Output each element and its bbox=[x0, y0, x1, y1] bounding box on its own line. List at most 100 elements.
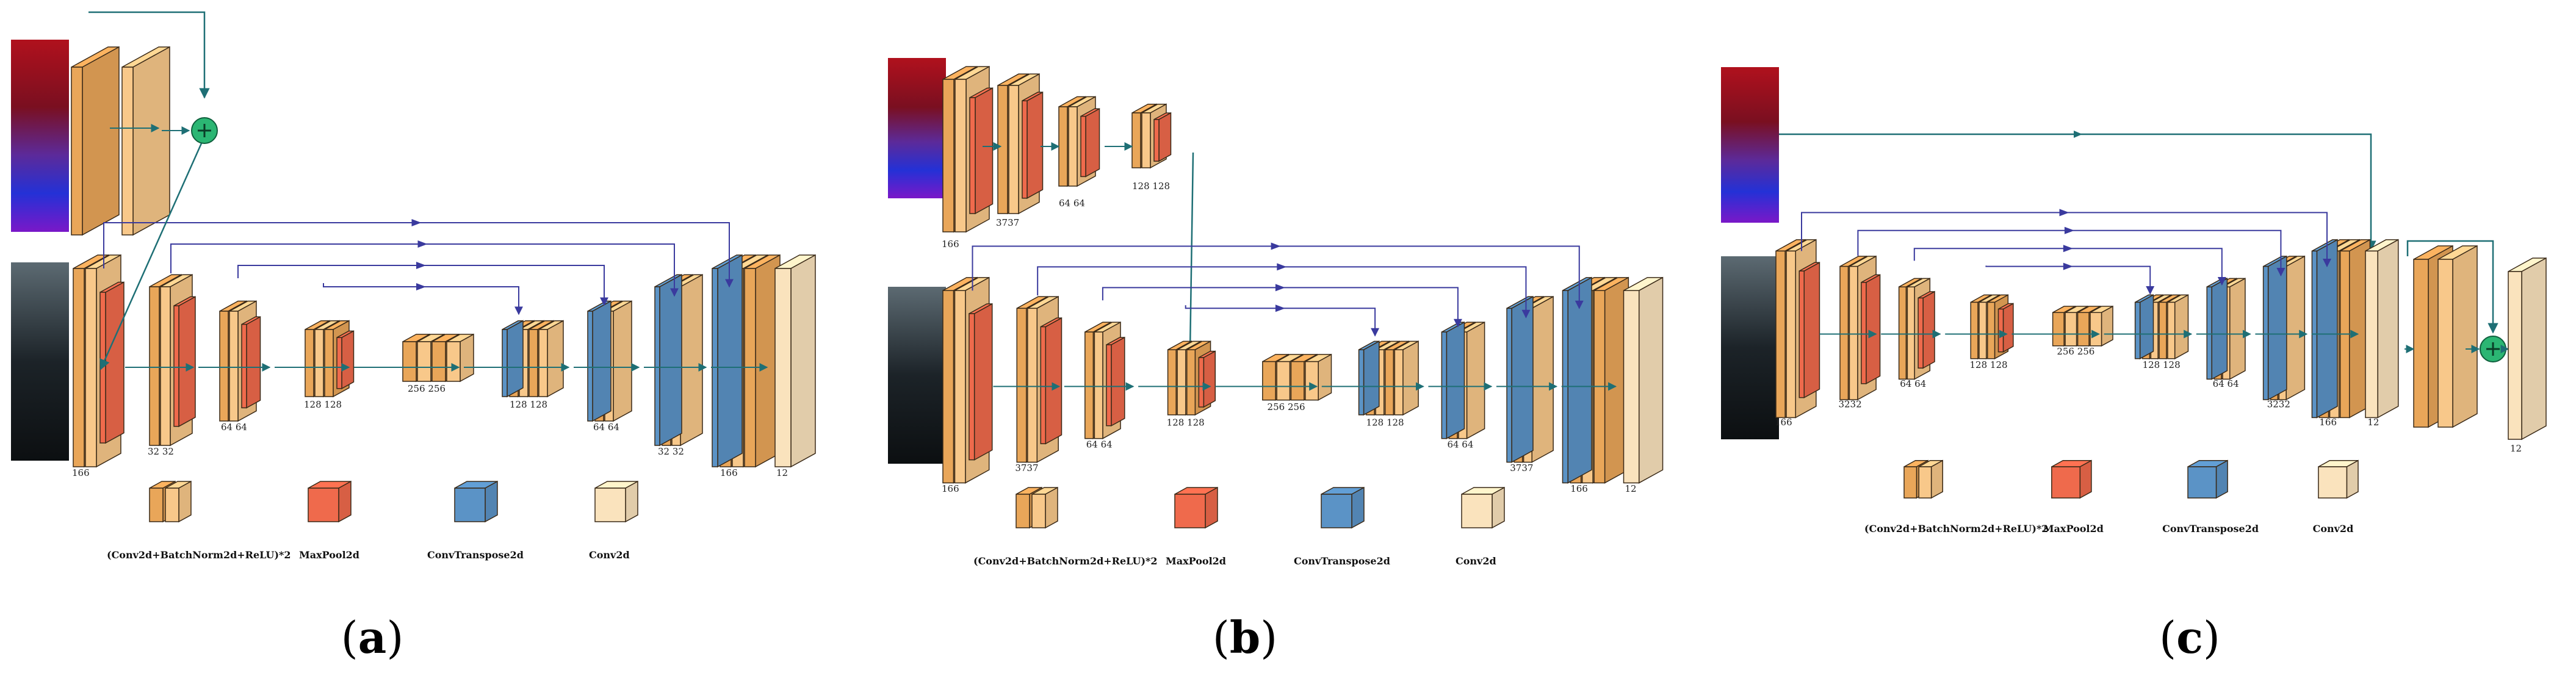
panel-b-aux2-conv-1-front bbox=[1008, 85, 1019, 214]
panel-a-enc4-label: 128 128 bbox=[304, 399, 342, 410]
panel-b-skip-mid-0 bbox=[1271, 242, 1281, 250]
panel-b-dec1-convtranspose bbox=[1562, 276, 1592, 484]
panel-c-enc3-label: 64 64 bbox=[1900, 378, 1926, 389]
legend-conv2d-label-0: Conv2d bbox=[589, 549, 630, 561]
panel-b-dec1 bbox=[1562, 276, 1629, 484]
panel-a-skip-0 bbox=[103, 222, 734, 288]
legend-conv2d-icon-0-side bbox=[625, 480, 638, 523]
panel-c-enc1 bbox=[1775, 239, 1820, 419]
panel-a-enc2-maxpool bbox=[173, 296, 196, 428]
panel-c-enc1-maxpool-side bbox=[1803, 262, 1820, 398]
panel-a-dec2 bbox=[654, 273, 703, 447]
panel-a-dec2-convtranspose bbox=[654, 273, 682, 447]
legend-convtranspose-label-0: ConvTranspose2d bbox=[427, 549, 524, 561]
panel-c-enc4-conv-0-front bbox=[1970, 301, 1979, 359]
panel-c-add-node bbox=[2480, 336, 2506, 362]
panel-c-dec2-label: 3232 bbox=[2267, 399, 2290, 410]
panel-b-out-side bbox=[1638, 276, 1664, 484]
legend-conv-block-icon-0b-side bbox=[178, 480, 192, 523]
panel-a-dec3-label: 64 64 bbox=[593, 422, 619, 433]
panel-a-out-front bbox=[774, 268, 792, 467]
panel-a-enc2-maxpool-front bbox=[173, 305, 179, 427]
panel-c-head-slab-2 bbox=[2437, 245, 2478, 428]
panel-c-enc2-conv-0-front bbox=[1839, 265, 1849, 400]
caption-b: (b) bbox=[1213, 611, 1278, 663]
panel-a-enc3-maxpool-side bbox=[246, 315, 261, 409]
panel-b-out bbox=[1623, 276, 1664, 484]
panel-b-dec2-conv-1-side bbox=[1531, 295, 1554, 463]
legend-convtranspose-icon-2-front bbox=[2187, 466, 2217, 498]
panel-c-dec1 bbox=[2311, 239, 2371, 419]
panel-c-skip-0 bbox=[1801, 212, 2331, 268]
caption-c: (c) bbox=[2159, 611, 2220, 663]
legend-conv2d-icon-0 bbox=[594, 480, 638, 523]
panel-a-dec4-conv-3 bbox=[538, 320, 564, 398]
panel-a-dec2-convtranspose-front bbox=[654, 286, 660, 446]
panel-b-enc2-label: 3737 bbox=[1015, 462, 1038, 473]
panel-a-aux-slab-1 bbox=[71, 46, 120, 236]
panel-c-enc2-maxpool bbox=[1861, 274, 1881, 385]
panel-b-enc2-maxpool-front bbox=[1040, 326, 1047, 444]
legend-conv2d-icon-0-front bbox=[594, 488, 626, 522]
panel-c-final-out-label: 12 bbox=[2510, 443, 2522, 454]
panel-b-aux2-maxpool bbox=[1022, 91, 1044, 200]
legend-maxpool-icon-1-front bbox=[1174, 494, 1206, 528]
panel-b-dec4-conv-3-front bbox=[1394, 349, 1404, 416]
panel-b-aux2 bbox=[997, 73, 1044, 215]
legend-conv-block-label-0: (Conv2d+BatchNorm2d+ReLU)*2 bbox=[107, 549, 291, 561]
panel-c-dec2-convtranspose-front bbox=[2262, 265, 2269, 400]
panel-c-out1-side bbox=[2377, 239, 2399, 419]
panel-b-enc3 bbox=[1084, 321, 1125, 439]
panel-b-aux2-label: 3737 bbox=[996, 217, 1019, 228]
panel-a-dec2-convtranspose-side bbox=[659, 273, 682, 447]
legend-conv-block-label-1: (Conv2d+BatchNorm2d+ReLU)*2 bbox=[973, 555, 1158, 567]
panel-c-dec4-convtranspose bbox=[2134, 294, 2154, 360]
panel-c-label-image bbox=[1721, 67, 1779, 223]
panel-b-aux3 bbox=[1058, 96, 1100, 187]
panel-b-skip-1 bbox=[1037, 266, 1531, 319]
panel-b-dec4-convtranspose-front bbox=[1358, 349, 1365, 416]
legend-conv-block-icon-2b bbox=[1918, 459, 1943, 499]
panel-b-dec3-convtranspose bbox=[1441, 321, 1465, 439]
panel-c-input-image bbox=[1721, 256, 1779, 439]
panel-c-dec2-convtranspose bbox=[2262, 255, 2287, 401]
panel-b-aux2-maxpool-side bbox=[1026, 91, 1044, 200]
panel-a-enc3-label: 64 64 bbox=[221, 422, 247, 433]
panel-b-aux1-maxpool-front bbox=[969, 97, 976, 214]
panel-c-head-slab-1-front bbox=[2413, 259, 2429, 428]
panel-a-skip-mid-1 bbox=[417, 240, 428, 248]
panel-a-enc3-conv-1-front bbox=[229, 311, 239, 422]
panel-c-dec3-conv-1-side bbox=[2229, 278, 2246, 380]
panel-a-enc2-conv-1-front bbox=[160, 286, 171, 446]
panel-a-bottleneck-conv-1-front bbox=[417, 341, 431, 382]
panel-a-enc1 bbox=[73, 254, 124, 468]
panel-c-enc4-maxpool-front bbox=[1997, 308, 2004, 353]
panel-c-dec4-convtranspose-side bbox=[2139, 294, 2154, 360]
panel-b-dec2-label: 3737 bbox=[1510, 462, 1533, 473]
panel-c-enc3-maxpool bbox=[1918, 290, 1935, 369]
panel-a-dec1 bbox=[712, 254, 781, 468]
panel-a-enc4 bbox=[305, 320, 355, 398]
panel-a-dec3-convtranspose-front bbox=[587, 311, 593, 422]
panel-b-out-front bbox=[1623, 290, 1640, 484]
panel-b-bottleneck-conv-3-front bbox=[1305, 361, 1319, 401]
panel-b-enc4-conv-0-front bbox=[1167, 349, 1177, 416]
panel-b-enc2-conv-0-front bbox=[1016, 308, 1027, 463]
panel-b-enc3-conv-1-front bbox=[1094, 331, 1103, 439]
panel-a-out-label: 12 bbox=[776, 467, 788, 478]
panel-b-skip-mid-3 bbox=[1275, 304, 1285, 312]
panel-b-dec2-convtranspose-side bbox=[1511, 295, 1534, 463]
panel-c-enc1-conv-0-front bbox=[1775, 250, 1786, 419]
panel-b-dec2-convtranspose-front bbox=[1506, 308, 1512, 463]
panel-c-head-slab-2-side bbox=[2452, 245, 2478, 428]
panel-a-bottleneck-conv-3-front bbox=[446, 341, 461, 382]
panel-b-aux1-conv-0-front bbox=[942, 79, 954, 232]
panel-a-dec3-convtranspose-side bbox=[592, 300, 612, 422]
panel-c-bottleneck-conv-3-front bbox=[2090, 312, 2102, 347]
panel-a-bottleneck-label: 256 256 bbox=[408, 383, 446, 394]
panel-b-dec2 bbox=[1506, 295, 1554, 463]
panel-c-dec1-convtranspose-side bbox=[2316, 239, 2338, 419]
legend-maxpool-label-2: MaxPool2d bbox=[2043, 523, 2104, 534]
panel-a-add-node bbox=[191, 117, 218, 144]
